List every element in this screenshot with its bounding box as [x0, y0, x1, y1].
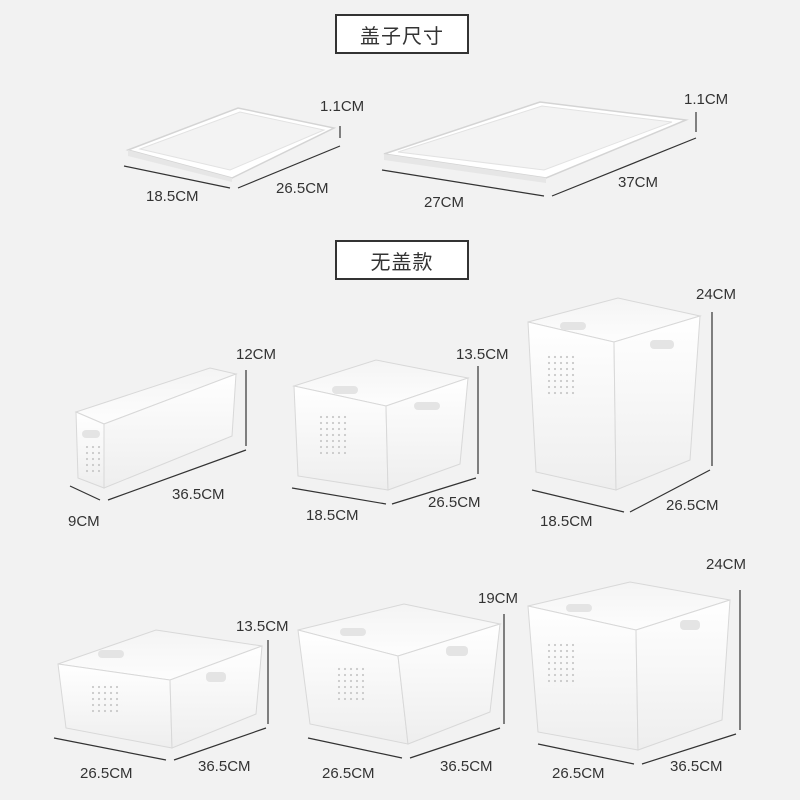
box-wide-medium-width: 26.5CM [322, 765, 375, 782]
box-wide-tall-width: 26.5CM [552, 765, 605, 782]
box-tall-small-width: 18.5CM [540, 513, 593, 530]
box-wide-medium-height: 19CM [478, 590, 519, 607]
lid-sizes-title: 盖子尺寸 [335, 14, 469, 54]
box-medium-low-height: 13.5CM [456, 346, 509, 363]
box-narrow-length: 36.5CM [172, 486, 225, 503]
small-lid [125, 107, 337, 182]
lid-small-width: 18.5CM [146, 188, 199, 205]
box-tall-small [527, 297, 702, 491]
box-wide-medium [297, 603, 502, 745]
box-wide-low-height: 13.5CM [236, 618, 289, 635]
dimension-lines [53, 112, 741, 765]
box-medium-low-length: 26.5CM [428, 494, 481, 511]
box-wide-low-width: 26.5CM [80, 765, 133, 782]
box-tall-small-length: 26.5CM [666, 497, 719, 514]
box-medium-low [292, 359, 470, 491]
lid-small-height: 1.1CM [320, 98, 365, 115]
box-wide-tall [527, 581, 731, 751]
box-narrow [74, 367, 238, 489]
box-wide-tall-height: 24CM [706, 556, 747, 573]
box-tall-small-height: 24CM [696, 286, 737, 303]
large-lid [383, 101, 689, 183]
lid-small-length: 26.5CM [276, 180, 329, 197]
no-lid-models-title: 无盖款 [335, 240, 469, 280]
box-wide-low-length: 36.5CM [198, 758, 251, 775]
box-narrow-width: 9CM [68, 513, 100, 530]
box-wide-medium-length: 36.5CM [440, 758, 493, 775]
box-wide-tall-length: 36.5CM [670, 758, 723, 775]
box-medium-low-width: 18.5CM [306, 507, 359, 524]
lid-large-height: 1.1CM [684, 91, 729, 108]
box-wide-low [57, 629, 263, 749]
lid-large-length: 37CM [618, 174, 659, 191]
box-narrow-height: 12CM [236, 346, 277, 363]
lid-large-width: 27CM [424, 194, 465, 211]
